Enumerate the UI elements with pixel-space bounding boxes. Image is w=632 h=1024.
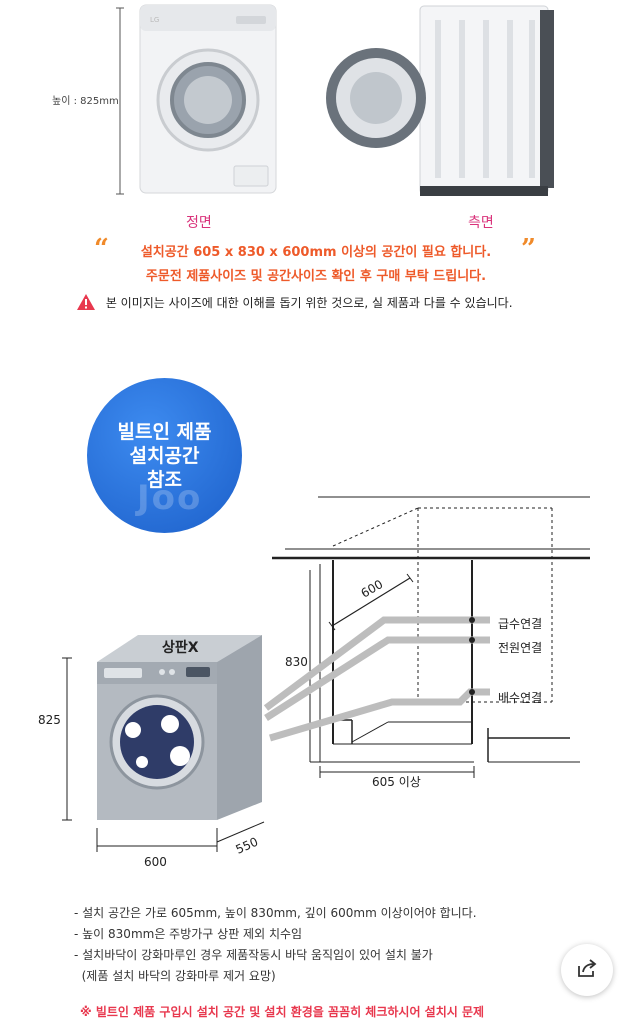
list-item: - 설치 공간은 가로 605mm, 높이 830mm, 깊이 600mm 이상… [74,906,477,920]
cabinet-space-wireframe [272,496,590,778]
washer-width-label: 600 [144,855,167,869]
badge-line-3: 참조 [147,468,182,491]
washer-height-label: 825 [38,713,61,727]
builtin-badge: 빌트인 제품 설치공간 참조 Joo [87,378,242,533]
cabinet-height-label: 830 [285,655,308,669]
washer-depth-label: 550 [234,835,261,857]
power-connection-label: 전원연결 [498,641,542,655]
connection-pipes [263,616,490,742]
open-quote-icon: “ [94,234,109,264]
footer-warning-note: ※ 빌트인 제품 구입시 설치 공간 및 설치 환경을 꼼꼼히 체크하시어 설치… [80,1005,485,1019]
notice-line-2: 주문전 제품사이즈 및 공간사이즈 확인 후 구매 부탁 드립니다. [145,269,487,284]
drain-connection-label: 배수연결 [498,691,542,705]
badge-watermark: Joo [137,478,203,518]
water-supply-label: 급수연결 [498,617,542,631]
top-plate-label: 상판X [162,640,199,656]
list-item: (제품 설치 바닥의 강화마루 제거 요망) [74,969,276,983]
share-button[interactable] [561,944,613,996]
side-view-label: 측면 [468,215,494,231]
height-label: 높이 : 825mm [52,96,119,107]
front-view-label: 정면 [186,215,212,231]
badge-line-1: 빌트인 제품 [117,420,212,443]
svg-text:LG: LG [150,16,159,24]
warning-triangle-icon [76,293,96,314]
washer-illustration [97,635,262,820]
product-photos: LG [116,4,554,196]
badge-line-2: 설치공간 [129,444,200,467]
height-dimension-line [116,7,124,195]
cabinet-width-label: 605 이상 [372,775,421,789]
close-quote-icon: ” [521,234,536,264]
washer-side-image [326,5,554,196]
list-item: - 설치바닥이 강화마루인 경우 제품작동시 바닥 움직임이 있어 설치 불가 [74,948,433,962]
share-icon [575,957,599,983]
connection-markers [469,617,475,695]
washer-dimension-lines [62,657,265,852]
installation-diagram: 상판X 600 830 605 이상 급수연결 전원연결 배수연결 825 60… [38,496,590,869]
depth-label: 600 [359,577,386,601]
warning-row: 본 이미지는 사이즈에 대한 이해를 돕기 위한 것으로, 실 제품과 다를 수… [76,293,513,314]
warning-text: 본 이미지는 사이즈에 대한 이해를 돕기 위한 것으로, 실 제품과 다를 수… [105,296,513,310]
notice-line-1: 설치공간 605 x 830 x 600mm 이상의 공간이 필요 합니다. [140,245,492,260]
list-item: - 높이 830mm은 주방가구 상판 제외 치수임 [74,927,303,941]
washer-front-image: LG [139,4,277,194]
spec-bullet-list: - 설치 공간은 가로 605mm, 높이 830mm, 깊이 600mm 이상… [74,903,477,987]
